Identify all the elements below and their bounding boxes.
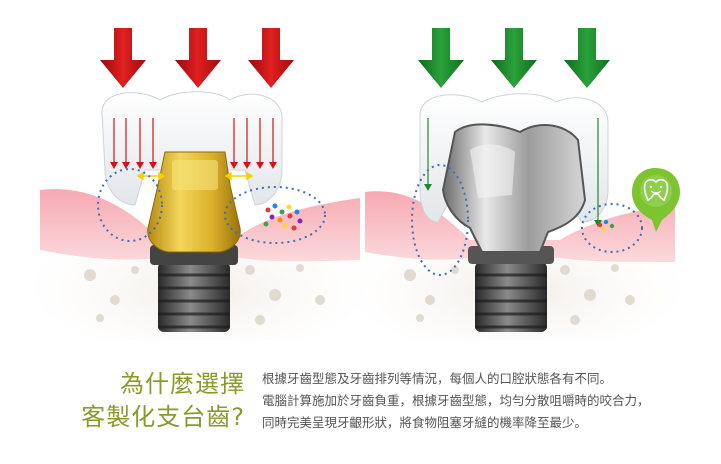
force-arrows-green [418, 28, 610, 88]
description-line-1: 根據牙齒型態及牙齒排列等情況，每個人的口腔狀態各有不同。 [262, 371, 613, 386]
heading-line-2: 客製化支台齒? [81, 403, 245, 431]
description-line-2: 電腦計算施加於牙齒負重，根據牙齒型態，均勻分散咀嚼時的咬合力， [262, 393, 650, 408]
food-debris [263, 203, 303, 231]
section-heading: 為什麼選擇 客製化支台齒? [40, 368, 245, 434]
heading-line-1: 為什麼選擇 [120, 370, 245, 398]
implant-comparison-illustration [35, 28, 680, 340]
force-arrows-red [100, 28, 294, 88]
left-panel [35, 28, 365, 340]
happy-tooth-icon [632, 168, 680, 232]
description-line-3: 同時完美呈現牙齦形狀，將食物阻塞牙縫的機率降至最少。 [262, 415, 588, 430]
description-text: 根據牙齒型態及牙齒排列等情況，每個人的口腔狀態各有不同。 電腦計算施加於牙齒負重… [262, 368, 712, 434]
right-panel [350, 28, 680, 340]
